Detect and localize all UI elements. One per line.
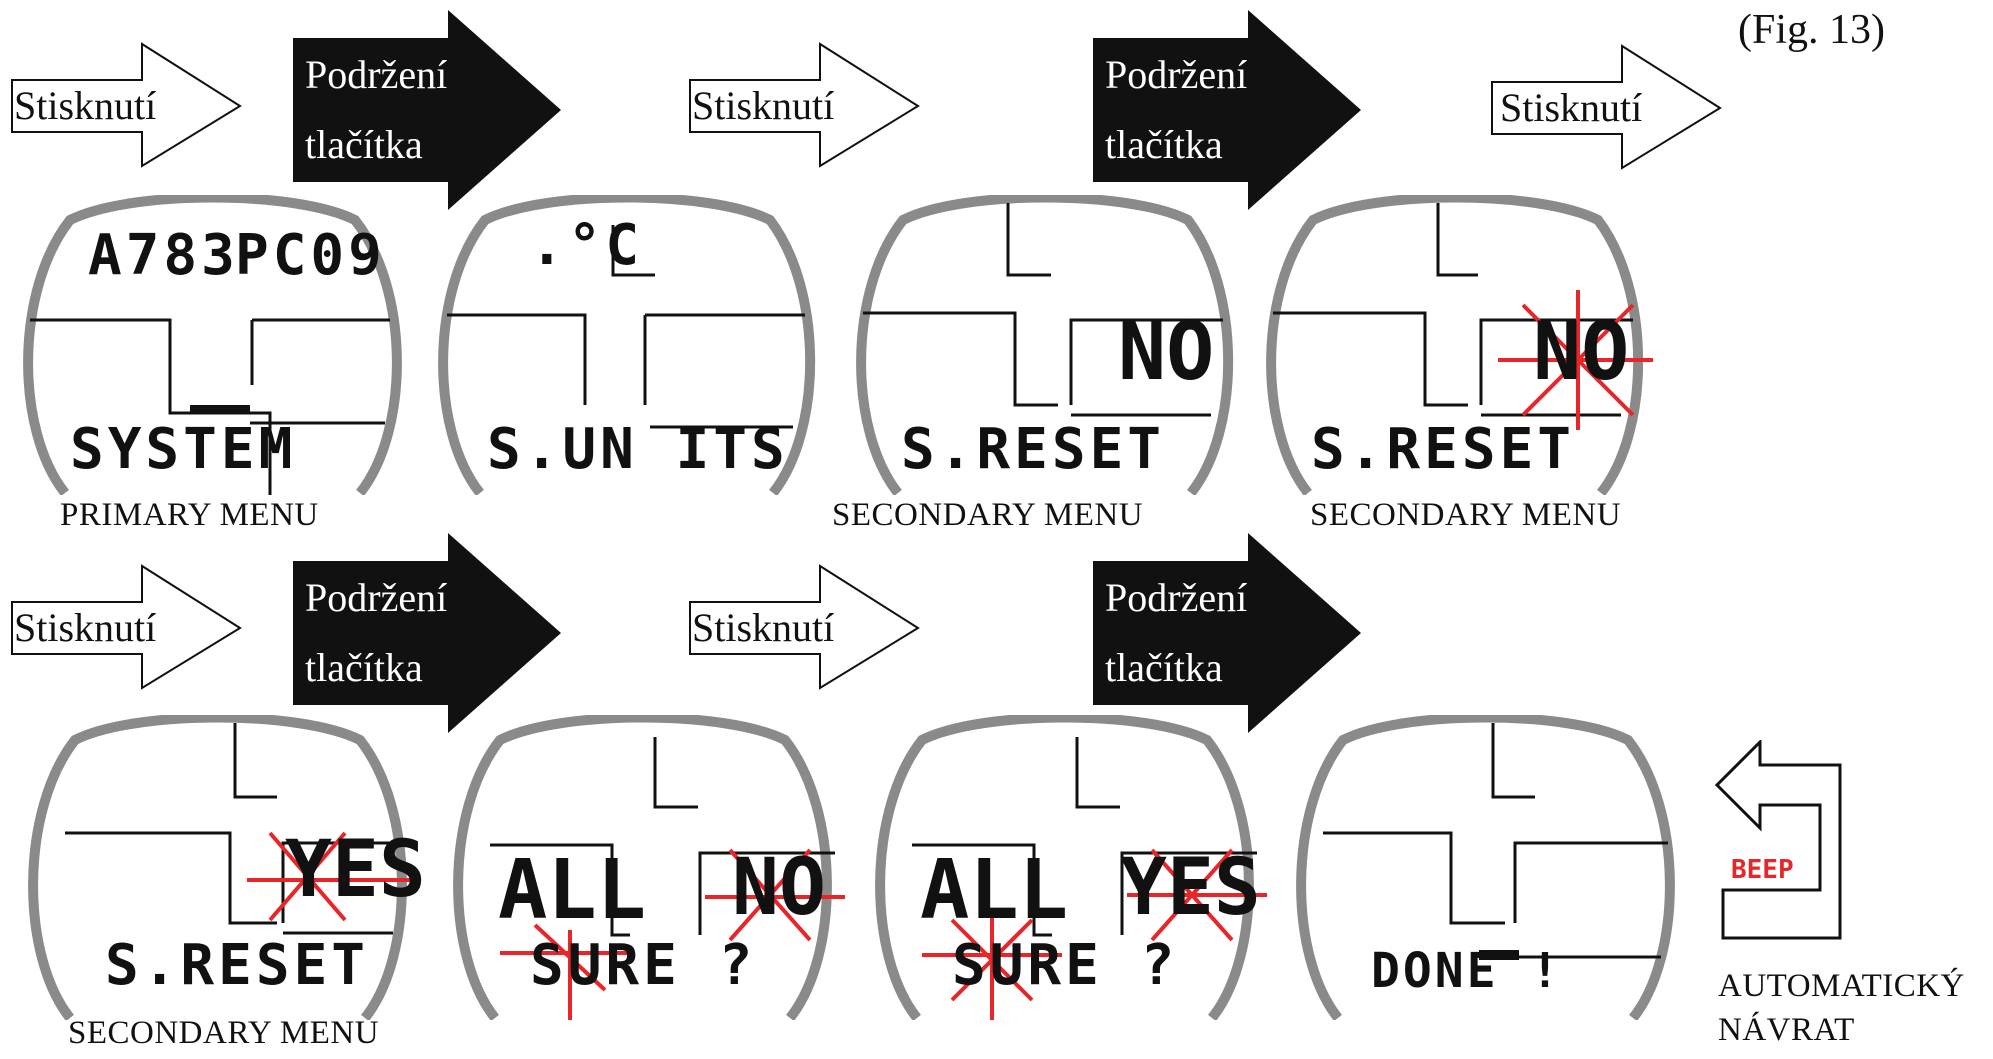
screen-caption: SECONDARY MENU bbox=[68, 1015, 379, 1052]
hold-label-line1: Podržení bbox=[305, 563, 447, 633]
watch-screen: DONE ! bbox=[1283, 715, 1688, 1020]
lcd-right: YES bbox=[285, 825, 426, 915]
figure-label: (Fig. 13) bbox=[1738, 6, 1885, 54]
hold-arrow: Podržení tlačítka bbox=[293, 533, 563, 733]
press-arrow: Stisknutí bbox=[1490, 42, 1725, 172]
return-arrow-icon bbox=[1715, 740, 1845, 940]
screen-caption: PRIMARY MENU bbox=[60, 497, 319, 534]
lcd-top: .°C bbox=[530, 213, 643, 278]
watch-screen: NO S.RESET bbox=[843, 195, 1243, 495]
watch-screen: YES S.RESET bbox=[15, 715, 420, 1020]
lcd-bottom: S.RESET bbox=[105, 933, 369, 998]
watch-screen: NO S.RESET bbox=[1253, 195, 1653, 495]
hold-label-line2: tlačítka bbox=[1105, 110, 1223, 180]
lcd-bottom: S.RESET bbox=[1311, 417, 1575, 482]
hold-label-line2: tlačítka bbox=[1105, 633, 1223, 703]
auto-return-line2: NÁVRAT bbox=[1718, 1012, 1855, 1049]
lcd-top-left: ALL bbox=[920, 843, 1068, 938]
lcd-right: NO bbox=[1118, 305, 1214, 398]
hold-label-line1: Podržení bbox=[1105, 40, 1247, 110]
press-arrow: Stisknutí bbox=[10, 40, 245, 170]
press-label: Stisknutí bbox=[692, 604, 834, 651]
watch-screen: ALL NO SURE ? bbox=[440, 715, 845, 1020]
press-arrow: Stisknutí bbox=[688, 562, 923, 692]
hold-label-line1: Podržení bbox=[305, 40, 447, 110]
watch-screen: ALL YES SURE ? bbox=[862, 715, 1267, 1020]
hold-arrow: Podržení tlačítka bbox=[293, 10, 563, 210]
lcd-bottom: SURE ? bbox=[530, 933, 756, 998]
lcd-top-left: A783 bbox=[88, 223, 239, 288]
lcd-bottom: SURE ? bbox=[952, 933, 1178, 998]
press-label: Stisknutí bbox=[1500, 84, 1642, 131]
hold-arrow: Podržení tlačítka bbox=[1093, 10, 1363, 210]
lcd-bottom: S.RESET bbox=[901, 417, 1165, 482]
lcd-top-left: ALL bbox=[498, 843, 646, 938]
lcd-bottom: SYSTEM bbox=[70, 417, 296, 482]
lcd-bottom: DONE ! bbox=[1371, 943, 1562, 999]
lcd-right: YES bbox=[1120, 843, 1261, 933]
hold-arrow: Podržení tlačítka bbox=[1093, 533, 1363, 733]
screen-caption: SECONDARY MENU bbox=[1310, 497, 1621, 534]
watch-screen: A783 PC09 SYSTEM bbox=[10, 195, 415, 495]
beep-label: BEEP bbox=[1731, 855, 1794, 885]
hold-label-line2: tlačítka bbox=[305, 633, 423, 703]
press-arrow: Stisknutí bbox=[10, 562, 245, 692]
lcd-right: NO bbox=[732, 843, 826, 933]
lcd-bottom: S.UN ITS bbox=[487, 417, 789, 482]
lcd-right: NO bbox=[1533, 305, 1629, 398]
watch-screen: .°C S.UN ITS bbox=[425, 195, 825, 495]
press-label: Stisknutí bbox=[14, 82, 156, 129]
press-arrow: Stisknutí bbox=[688, 40, 923, 170]
hold-label-line2: tlačítka bbox=[305, 110, 423, 180]
press-label: Stisknutí bbox=[692, 82, 834, 129]
hold-label-line1: Podržení bbox=[1105, 563, 1247, 633]
press-label: Stisknutí bbox=[14, 604, 156, 651]
auto-return-line1: AUTOMATICKÝ bbox=[1718, 968, 1965, 1005]
screen-caption: SECONDARY MENU bbox=[832, 497, 1143, 534]
auto-return-icon: BEEP bbox=[1715, 740, 1845, 940]
lcd-top-right: PC09 bbox=[235, 223, 386, 288]
